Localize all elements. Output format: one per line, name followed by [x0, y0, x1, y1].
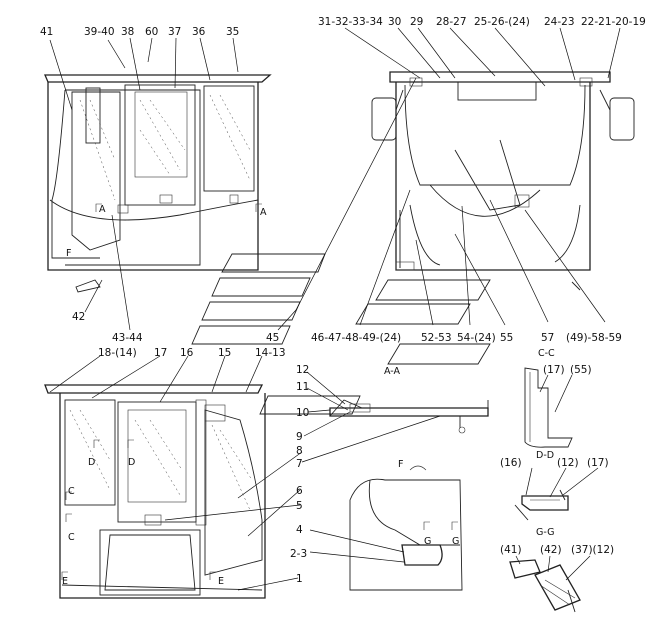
section-label-aa: A-A — [384, 366, 401, 377]
section-gg-detail — [509, 559, 581, 613]
callout-5: 5 — [296, 500, 303, 512]
section-label-a-right: A — [260, 207, 267, 218]
callout-11: 11 — [296, 381, 309, 393]
callout-37: 37 — [168, 26, 181, 38]
callout-35: 35 — [226, 26, 239, 38]
section-label-c2: C — [68, 532, 75, 543]
cab-front-view — [371, 71, 635, 291]
callout-49-59: (49)-58-59 — [566, 332, 622, 344]
section-dd-detail — [514, 489, 569, 521]
callout-17: 17 — [154, 347, 167, 359]
callout-1: 1 — [296, 573, 303, 585]
callout-22-19: 22-21-20-19 — [581, 16, 646, 28]
callout-42: 42 — [72, 311, 85, 323]
section-labels: A A F C-C A-A D-D G-G F D D C C E E G G — [62, 204, 555, 587]
callout-54: 54-(24) — [457, 332, 496, 344]
detail-ref-16: (16) — [500, 457, 522, 469]
callout-29: 29 — [410, 16, 423, 28]
callout-28-27: 28-27 — [436, 16, 467, 28]
callout-24-23: 24-23 — [544, 16, 575, 28]
callout-10: 10 — [296, 407, 309, 419]
cab-side-view-bottom — [44, 384, 266, 599]
callout-30: 30 — [388, 16, 401, 28]
section-label-g1: G — [424, 536, 431, 547]
callout-39-40: 39-40 — [84, 26, 115, 38]
detail-ref-17: (17) — [543, 364, 565, 376]
callout-7: 7 — [296, 458, 303, 470]
callout-2-3: 2-3 — [290, 548, 307, 560]
section-label-a-left: A — [99, 204, 106, 215]
section-label-d1: D — [88, 457, 95, 468]
callout-55: 55 — [500, 332, 513, 344]
section-label-g2: G — [452, 536, 459, 547]
detail-ref-41: (41) — [500, 544, 522, 556]
section-label-f-detail: F — [398, 459, 403, 470]
callout-43-44: 43-44 — [112, 332, 143, 344]
detail-ref-55: (55) — [570, 364, 592, 376]
callout-16: 16 — [180, 347, 194, 359]
callout-52-53: 52-53 — [421, 332, 452, 344]
callout-labels: 41 39-40 38 60 37 36 35 31-32-33-34 30 2… — [40, 16, 646, 585]
callout-14-13: 14-13 — [255, 347, 286, 359]
section-markers — [61, 203, 458, 580]
callout-25-26: 25-26-(24) — [474, 16, 530, 28]
section-label-d2: D — [128, 457, 135, 468]
glass-panes — [191, 253, 491, 415]
section-label-gg: G-G — [536, 527, 555, 538]
callout-41: 41 — [40, 26, 53, 38]
callout-36: 36 — [192, 26, 206, 38]
callout-38: 38 — [121, 26, 134, 38]
callout-45: 45 — [266, 332, 279, 344]
wiper-section-aa — [329, 399, 489, 434]
leader-lines — [49, 27, 621, 591]
callout-4: 4 — [296, 524, 303, 536]
detail-ref-37-12: (37)(12) — [571, 544, 614, 556]
callout-31-34: 31-32-33-34 — [318, 16, 383, 28]
callout-18-14: 18-(14) — [98, 347, 137, 359]
callout-57: 57 — [541, 332, 554, 344]
section-label-e2: E — [218, 576, 224, 587]
detail-ref-17b: (17) — [587, 457, 609, 469]
callout-6: 6 — [296, 485, 303, 497]
callout-8: 8 — [296, 445, 303, 457]
callout-15: 15 — [218, 347, 231, 359]
section-cc-detail — [524, 367, 573, 448]
cab-side-view-top — [44, 74, 272, 293]
callout-9: 9 — [296, 431, 303, 443]
detail-ref-12: (12) — [557, 457, 579, 469]
section-label-e1: E — [62, 576, 68, 587]
section-label-cc: C-C — [538, 348, 555, 359]
section-label-dd: D-D — [536, 450, 554, 461]
callout-60: 60 — [145, 26, 158, 38]
callout-12: 12 — [296, 364, 309, 376]
callout-46-49: 46-47-48-49-(24) — [311, 332, 401, 344]
detail-reference-labels: (17) (55) (16) (12) (17) (41) (42) (37)(… — [500, 364, 614, 556]
section-label-f: F — [66, 248, 71, 259]
section-f-detail — [349, 465, 463, 591]
detail-ref-42: (42) — [540, 544, 562, 556]
section-label-c1: C — [68, 486, 75, 497]
